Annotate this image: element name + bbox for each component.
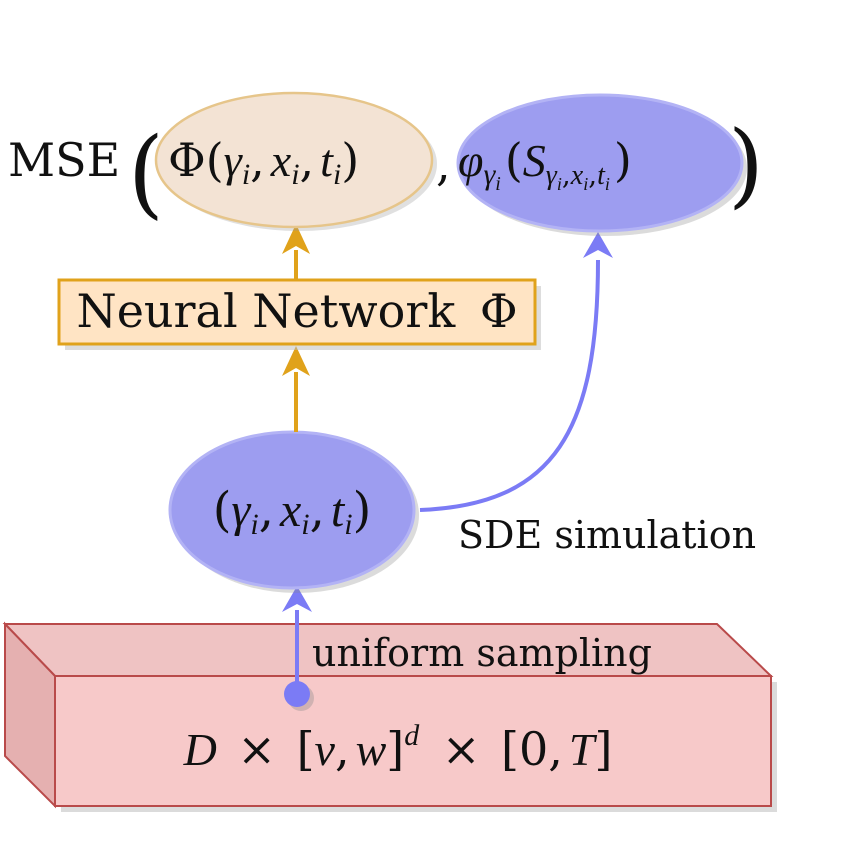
network-output-label: Φ(γi,xi,ti): [168, 133, 359, 191]
domain-zero: 0: [519, 722, 548, 776]
domain-comma-1: ,: [335, 722, 350, 776]
domain-comma-2: ,: [548, 722, 563, 776]
sample-node: [168, 430, 419, 593]
domain-times-1: ×: [237, 722, 276, 776]
domain-box: [2, 621, 777, 812]
network-output-ellipse: [154, 91, 434, 229]
sde-simulation-label: SDE simulation: [458, 513, 756, 557]
domain-box-front: [54, 675, 772, 807]
sample-node-ellipse: [168, 430, 416, 590]
neural-network-label: Neural Network Φ: [76, 284, 517, 338]
domain-lbracket-1: [: [297, 722, 315, 776]
domain-exponent-d: d: [404, 719, 420, 752]
sampling-arrowhead: [282, 586, 312, 612]
sampling-edge: [282, 586, 314, 711]
domain-w: w: [356, 724, 387, 775]
neural-network-rect: [57, 278, 537, 346]
domain-times-2: ×: [442, 722, 481, 776]
domain-lbracket-2: [: [501, 722, 519, 776]
neural-network-text: Neural Network: [76, 284, 456, 338]
domain-rbracket-1: ]: [386, 722, 404, 776]
sample-node-label: (γi,xi,ti): [213, 482, 372, 541]
mse-close-paren: ): [728, 111, 764, 218]
payoff-target-label: φγi(Sγi,xi,ti): [458, 133, 632, 195]
sde-simulation-edge: [419, 232, 613, 512]
mse-open-paren: (: [128, 117, 164, 230]
uniform-sampling-label: uniform sampling: [312, 631, 652, 675]
neural-network-symbol: Φ: [480, 284, 518, 338]
mse-label: MSE: [8, 133, 120, 187]
payoff-target-ellipse: [456, 93, 744, 233]
payoff-target-node: [456, 93, 747, 236]
neural-network-box: [57, 278, 541, 350]
domain-T: T: [569, 724, 598, 775]
network-to-output-edge: [282, 224, 310, 280]
sde-arrowhead: [583, 232, 613, 258]
domain-formula: D × [v,w]d × [0,T]: [183, 702, 613, 776]
domain-v: v: [315, 724, 336, 775]
sample-to-network-edge: [282, 346, 310, 432]
mse-separator-comma: ,: [436, 137, 451, 191]
domain-rbracket-2: ]: [594, 722, 612, 776]
domain-D: D: [183, 724, 217, 775]
network-output-node: [154, 91, 437, 231]
